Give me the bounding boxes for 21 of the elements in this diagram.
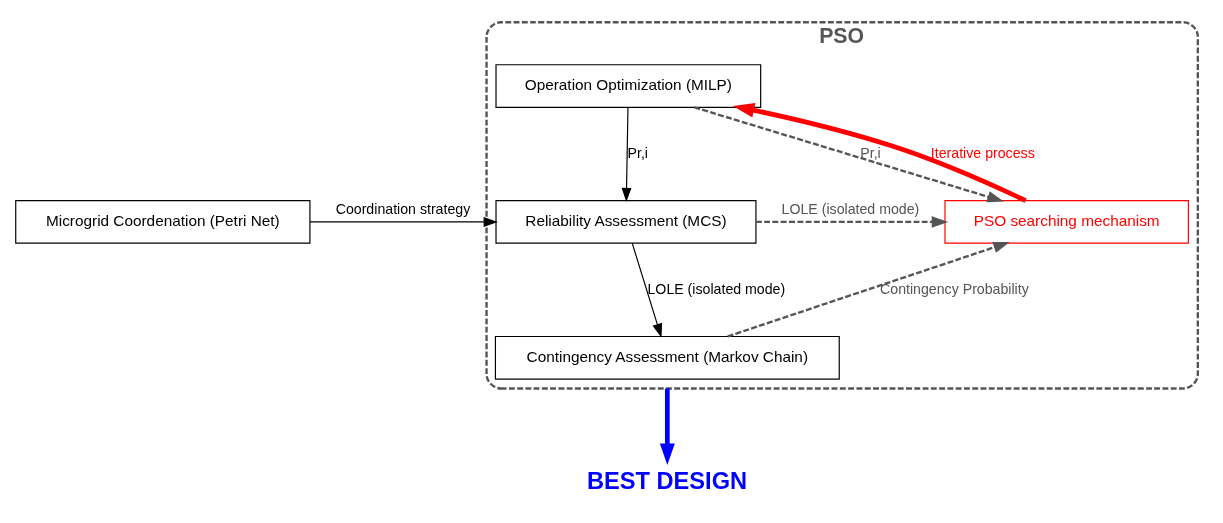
arrow — [309, 216, 498, 227]
edge-label: Pr,i — [627, 144, 649, 161]
arrow — [756, 216, 949, 228]
edge-label: Pr,i — [860, 144, 881, 161]
arrow — [732, 102, 1027, 203]
arrow — [659, 388, 675, 465]
edge-label: Coordination strategy — [335, 201, 471, 218]
edge-label: LOLE (isolated mode) — [781, 201, 920, 218]
arrow — [694, 106, 1004, 203]
node-box: Microgrid Coordenation (Petri Net) — [15, 200, 311, 244]
edge-label: Contingency Probability — [880, 280, 1029, 297]
node-text: BEST DESIGN — [586, 467, 748, 494]
edge-label: LOLE (isolated mode) — [647, 280, 786, 297]
node-box: PSO searching mechanism — [944, 200, 1189, 244]
node-box: Operation Optimization (MILP) — [495, 64, 762, 108]
arrow — [621, 106, 632, 203]
node-box: Reliability Assessment (MCS) — [495, 200, 757, 244]
node-box: Contingency Assessment (Markov Chain) — [494, 335, 840, 380]
arrow — [727, 241, 1010, 338]
edge-label: Iterative process — [930, 144, 1035, 161]
arrow — [631, 242, 663, 338]
